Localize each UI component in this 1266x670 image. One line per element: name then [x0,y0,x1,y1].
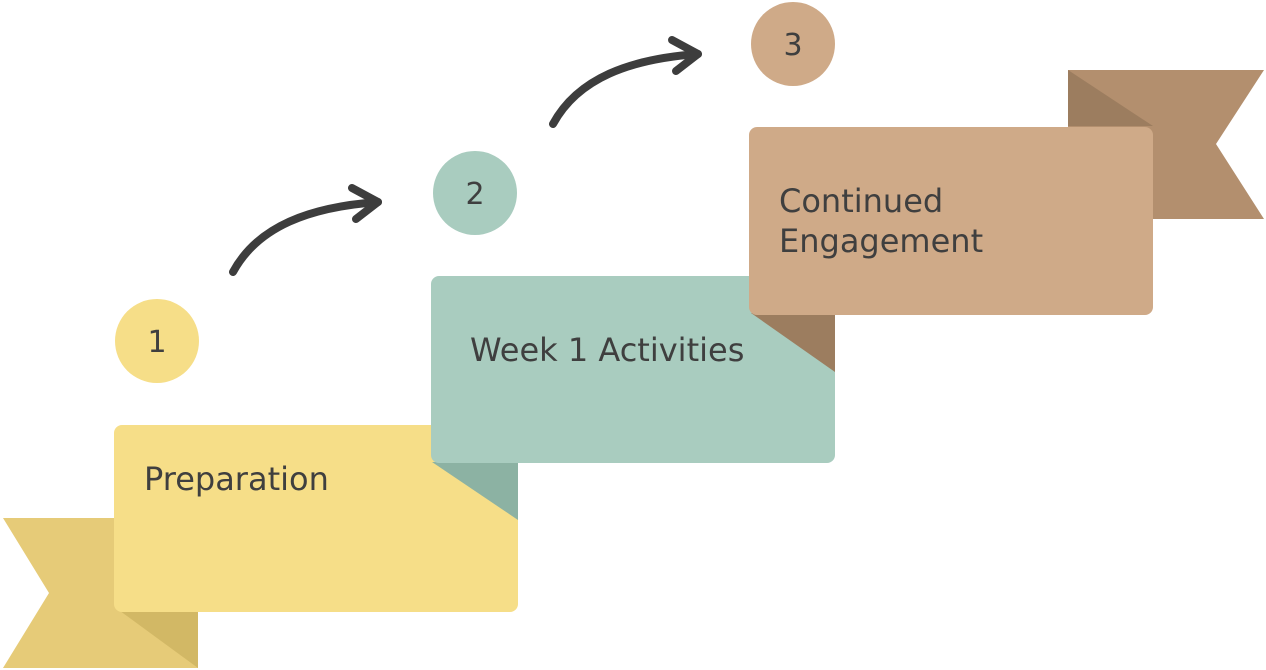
step-3-label: Continued Engagement [779,182,983,260]
step-3-card [749,127,1153,315]
step-2-card [431,276,835,463]
step-1-label: Preparation [144,460,329,498]
step-1-number: 1 [147,325,166,360]
step-1-number-badge: 1 [115,299,199,383]
step-2-number: 2 [465,177,484,212]
step-3-number: 3 [783,28,802,63]
arrow-step-2-to-3-icon [549,36,702,128]
step-1-ribbon-fold [116,608,198,668]
step-1-card [114,425,518,612]
step-2-label: Week 1 Activities [470,331,744,369]
step-3-ribbon-fold [1068,70,1153,126]
step-3-card-fold [751,313,835,372]
step-2-ribbon-fold [432,462,518,520]
step-2-number-badge: 2 [433,151,517,235]
arrow-step-1-to-2-icon [229,184,382,276]
step-3-number-badge: 3 [751,2,835,86]
